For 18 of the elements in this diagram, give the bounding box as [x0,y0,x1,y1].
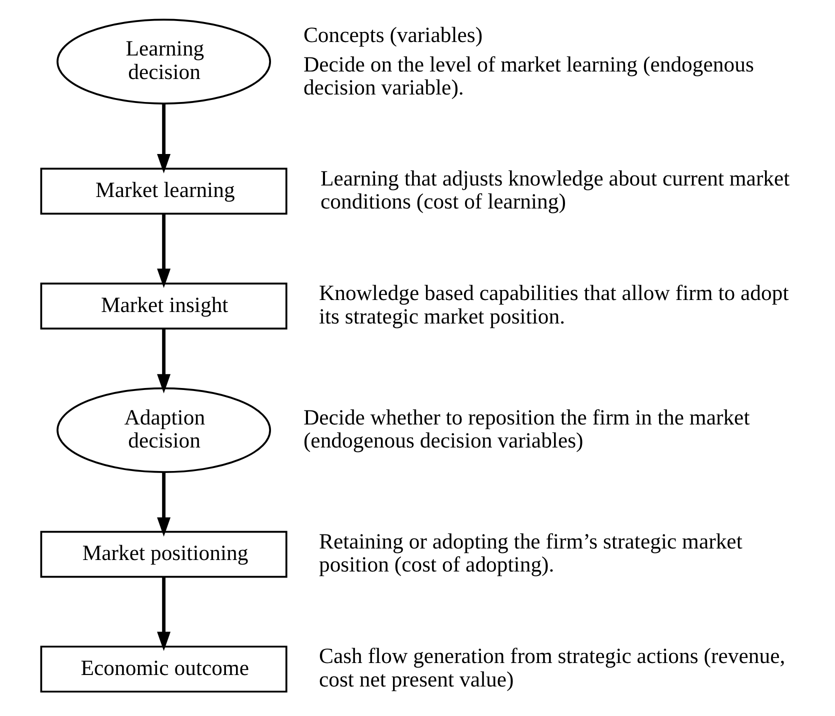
arrow [157,104,171,174]
arrow [157,214,171,288]
label: Concepts (variables) [303,22,483,47]
node-box: Market learning [40,168,288,215]
arrow [157,328,171,394]
node-label: Knowledge based capabilities that allow firm to adopt its strategic market position. [318,281,789,328]
node-label: Retaining or adopting the firm’s strategic market position (cost of adopting). [318,529,742,577]
arrow [157,576,171,652]
node-label: Cash flow generation from strategic actions (revenue, cost net present value) [318,644,786,692]
node-label: Learning that adjusts knowledge about current market conditions (cost of learning) [320,166,790,214]
node-box: Economic outcome [40,646,288,693]
arrow [157,472,171,537]
node-box: Market positioning [40,530,288,578]
node-ellipse: Learning decision [56,18,272,104]
node-label: Decide whether to reposition the firm in the market (endogenous decision variables) [303,405,750,453]
node-box: Market insight [40,282,288,330]
node-label: Decide on the level of market learning (endogenous decision variable). [303,52,754,100]
node-ellipse: Adaption decision [56,387,272,473]
